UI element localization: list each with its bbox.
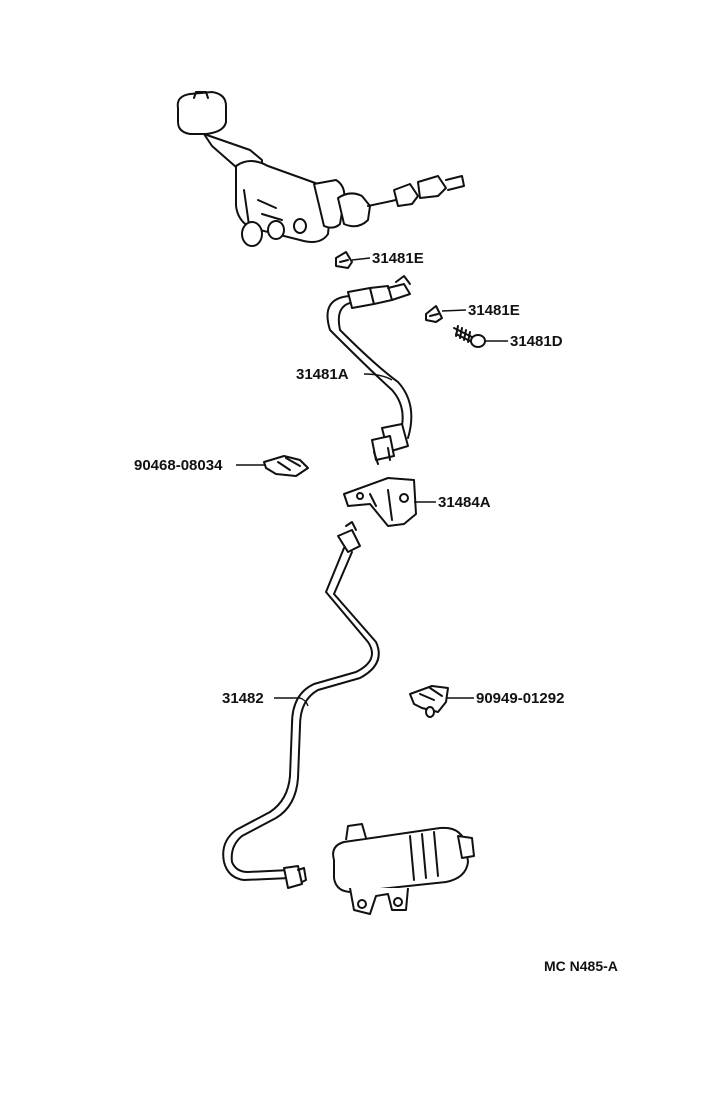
tube-bracket [343,477,417,527]
reference-code: MC N485-A [544,958,618,974]
callout-bolt: 31481D [510,333,563,350]
clutch-release-cylinder [332,823,475,915]
callout-clamp: 90949-01292 [476,690,564,707]
callout-clip-left: 90468-08034 [134,457,223,474]
callout-clip-upper: 31481E [372,250,424,267]
clutch-master-cylinder [176,91,465,247]
union-bolt [453,325,486,348]
clip-upper [335,251,353,269]
flexible-hose [326,275,413,465]
hose-clip [263,455,309,477]
clip-right [425,305,443,323]
callout-clip-right: 31481E [468,302,520,319]
tube-clamp [409,685,449,718]
clutch-tube [222,521,380,889]
callout-tube: 31482 [222,690,264,707]
callout-bracket: 31484A [438,494,491,511]
callout-hose: 31481A [296,366,349,383]
